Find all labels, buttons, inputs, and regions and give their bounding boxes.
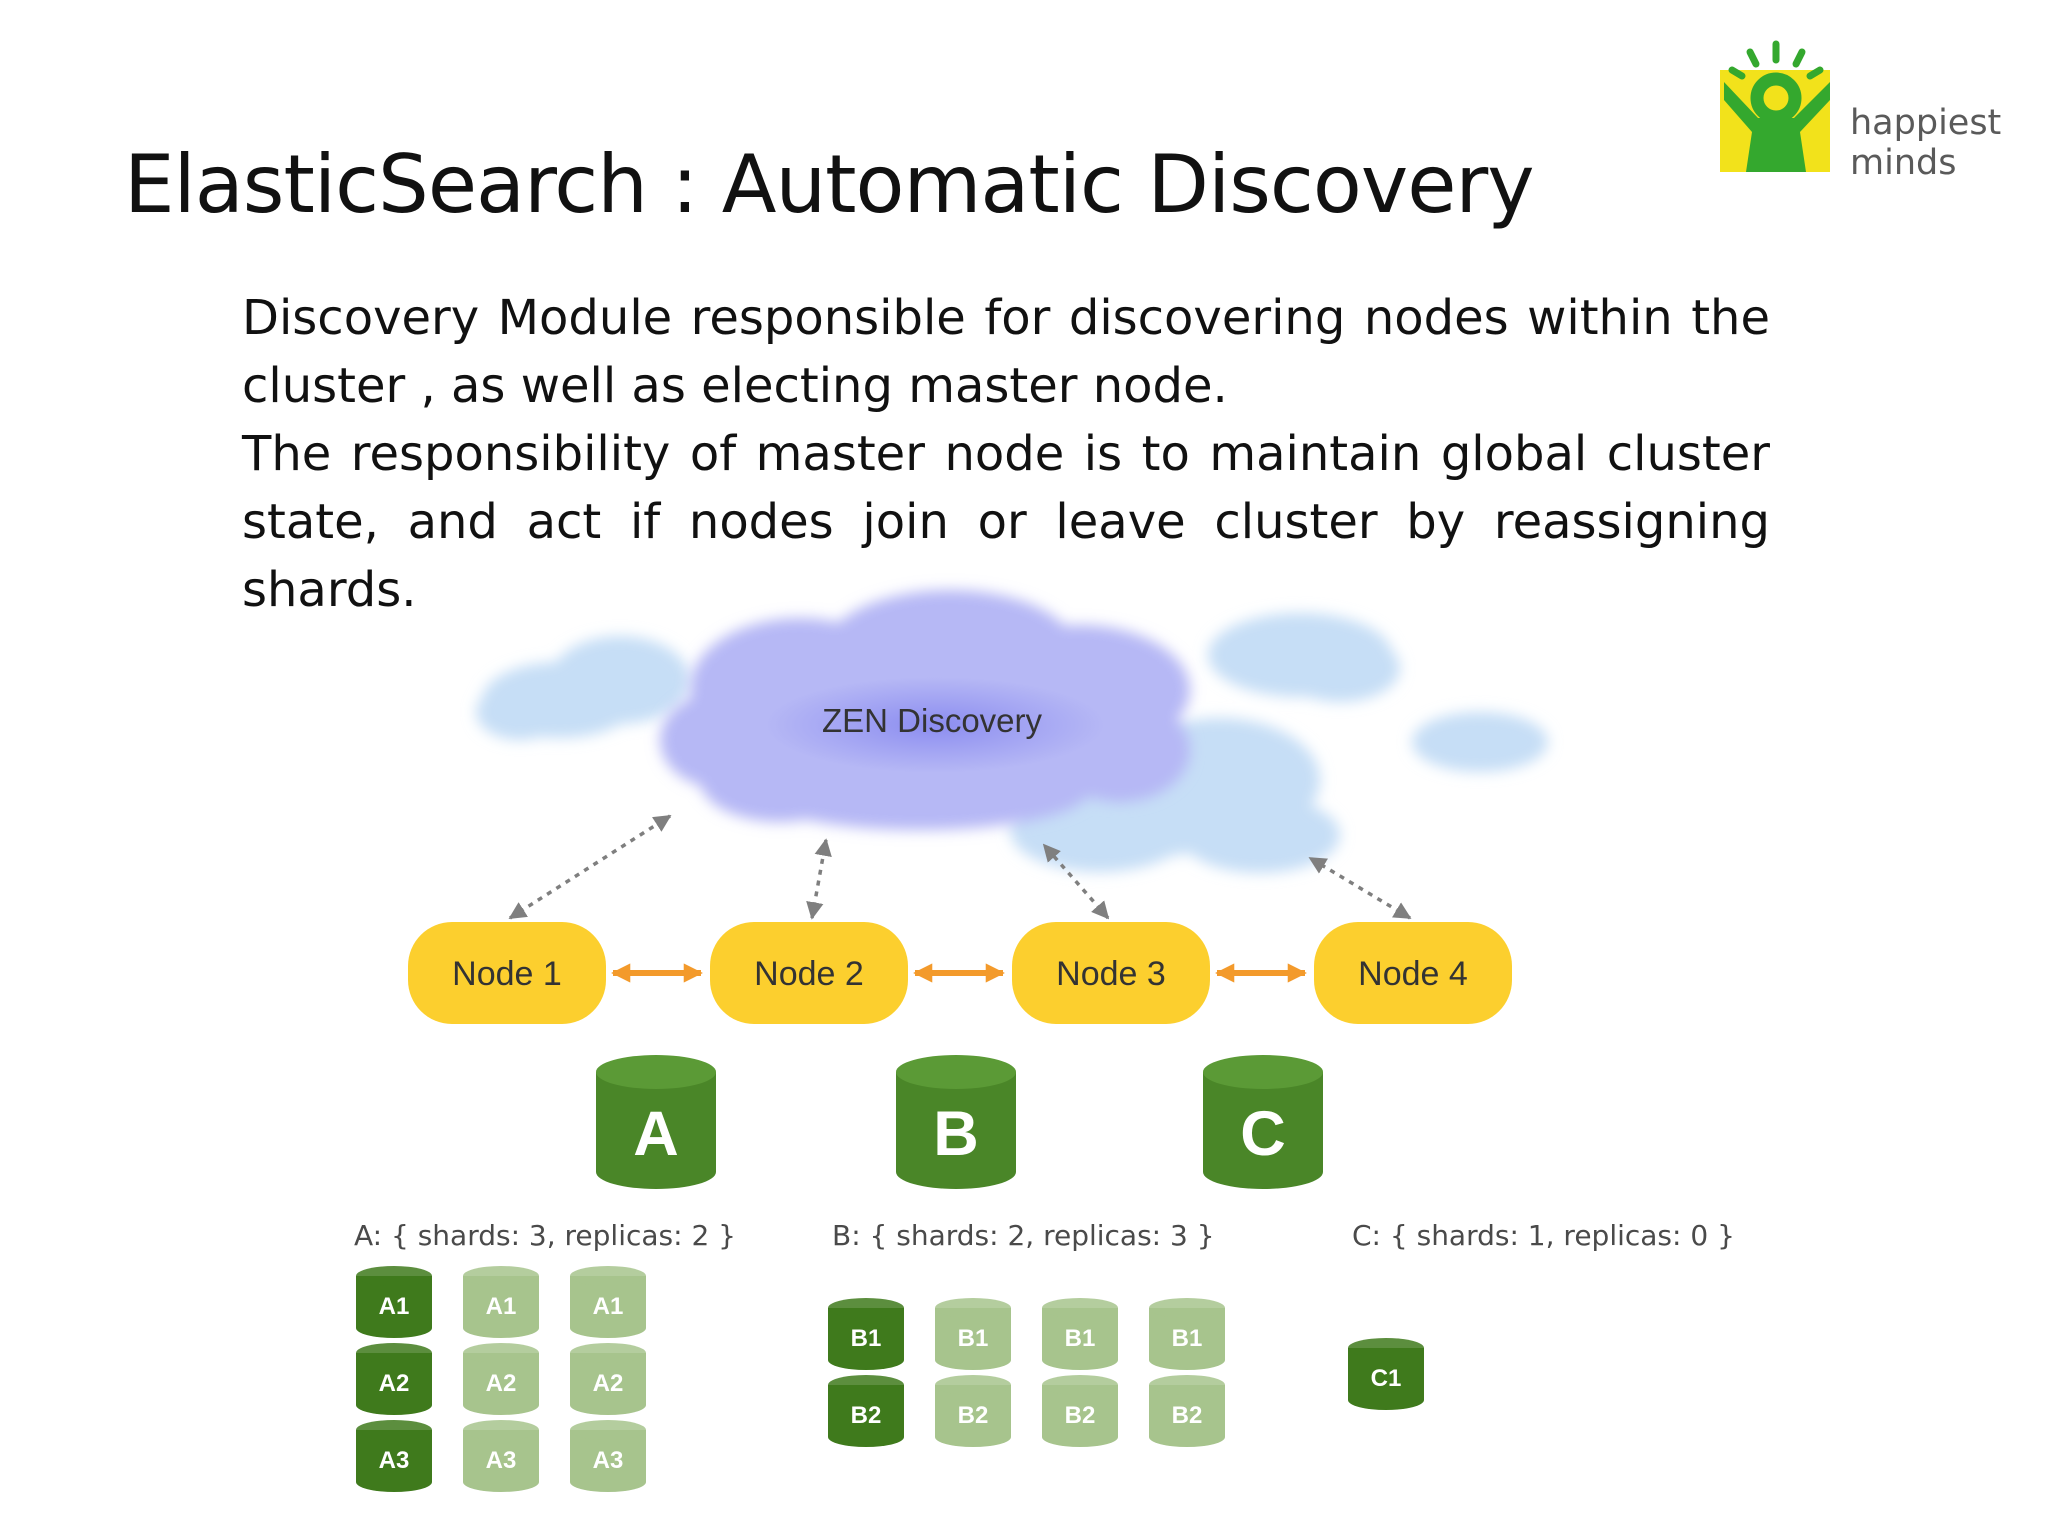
shard-label: B1	[1172, 1325, 1203, 1352]
logo-figure-head	[1750, 72, 1802, 124]
index-a-cylinder: A	[596, 1055, 716, 1189]
shard-replica-b2: B2	[1149, 1375, 1225, 1447]
shard-primary-a2: A2	[356, 1343, 432, 1415]
slide-body: Discovery Module responsible for discove…	[242, 284, 1770, 624]
body-paragraph-discovery-module: Discovery Module responsible for discove…	[242, 290, 1770, 414]
shard-replica-b1: B1	[1149, 1298, 1225, 1370]
shard-label: A3	[486, 1447, 517, 1474]
shard-label: A2	[486, 1370, 517, 1397]
shard-primary-a1: A1	[356, 1266, 432, 1338]
shard-primary-b2: B2	[828, 1375, 904, 1447]
node-1: Node 1	[408, 922, 606, 1024]
shard-label: A2	[379, 1370, 410, 1397]
shard-primary-c1: C1	[1348, 1338, 1424, 1410]
index-c-cylinder: C	[1203, 1055, 1323, 1189]
shard-label: A1	[593, 1293, 624, 1320]
discovery-arrow-node-2	[806, 838, 832, 920]
node-4-label: Node 4	[1358, 955, 1468, 993]
shard-label: B1	[958, 1325, 989, 1352]
happiest-minds-logo: happiest minds	[1720, 40, 2001, 183]
logo-figure-body	[1724, 82, 1830, 172]
logo-text-minds: minds	[1850, 143, 1956, 183]
shard-primary-b1: B1	[828, 1298, 904, 1370]
shard-label: A1	[486, 1293, 517, 1320]
shard-label: B2	[851, 1402, 882, 1429]
shard-primary-a3: A3	[356, 1420, 432, 1492]
shard-label: A3	[379, 1447, 410, 1474]
shard-replica-a3: A3	[570, 1420, 646, 1492]
node-3: Node 3	[1012, 922, 1210, 1024]
shard-label: B1	[1065, 1325, 1096, 1352]
shard-label: A1	[379, 1293, 410, 1320]
shard-label: B2	[1172, 1402, 1203, 1429]
shard-replica-a1: A1	[463, 1266, 539, 1338]
node-2: Node 2	[710, 922, 908, 1024]
discovery-arrow-node-1	[508, 814, 672, 920]
cloud-label: ZEN Discovery	[822, 702, 1043, 739]
shard-replica-a2: A2	[570, 1343, 646, 1415]
index-a-label: A	[633, 1099, 679, 1169]
node-3-label: Node 3	[1056, 955, 1166, 993]
index-b-cylinder: B	[896, 1055, 1016, 1189]
logo-text-happiest: happiest	[1850, 103, 2001, 143]
index-a-config: A: { shards: 3, replicas: 2 }	[354, 1219, 736, 1252]
discovery-arrow-node-4	[1308, 856, 1412, 920]
shard-label: A2	[593, 1370, 624, 1397]
discovery-links	[508, 814, 1412, 920]
index-c-config: C: { shards: 1, replicas: 0 }	[1352, 1219, 1735, 1252]
shard-replica-a3: A3	[463, 1420, 539, 1492]
discovery-arrow-node-3	[1042, 843, 1110, 920]
shard-label: C1	[1371, 1365, 1402, 1392]
shard-label: B2	[958, 1402, 989, 1429]
body-paragraph-master-node: The responsibility of master node is to …	[242, 426, 1770, 618]
shard-label: B1	[851, 1325, 882, 1352]
index-b-label: B	[933, 1099, 979, 1169]
node-4: Node 4	[1314, 922, 1512, 1024]
shard-label: B2	[1065, 1402, 1096, 1429]
shard-replica-b2: B2	[935, 1375, 1011, 1447]
node-1-label: Node 1	[452, 955, 562, 993]
shard-replica-a1: A1	[570, 1266, 646, 1338]
shard-replica-b1: B1	[935, 1298, 1011, 1370]
shard-replica-b1: B1	[1042, 1298, 1118, 1370]
index-b-config: B: { shards: 2, replicas: 3 }	[832, 1219, 1215, 1252]
zen-discovery-cloud: ZEN Discovery	[660, 590, 1190, 830]
shard-replica-a2: A2	[463, 1343, 539, 1415]
shard-replica-b2: B2	[1042, 1375, 1118, 1447]
slide-title: ElasticSearch : Automatic Discovery	[124, 138, 1535, 231]
shard-label: A3	[593, 1447, 624, 1474]
index-c-label: C	[1240, 1099, 1286, 1169]
node-2-label: Node 2	[754, 955, 864, 993]
